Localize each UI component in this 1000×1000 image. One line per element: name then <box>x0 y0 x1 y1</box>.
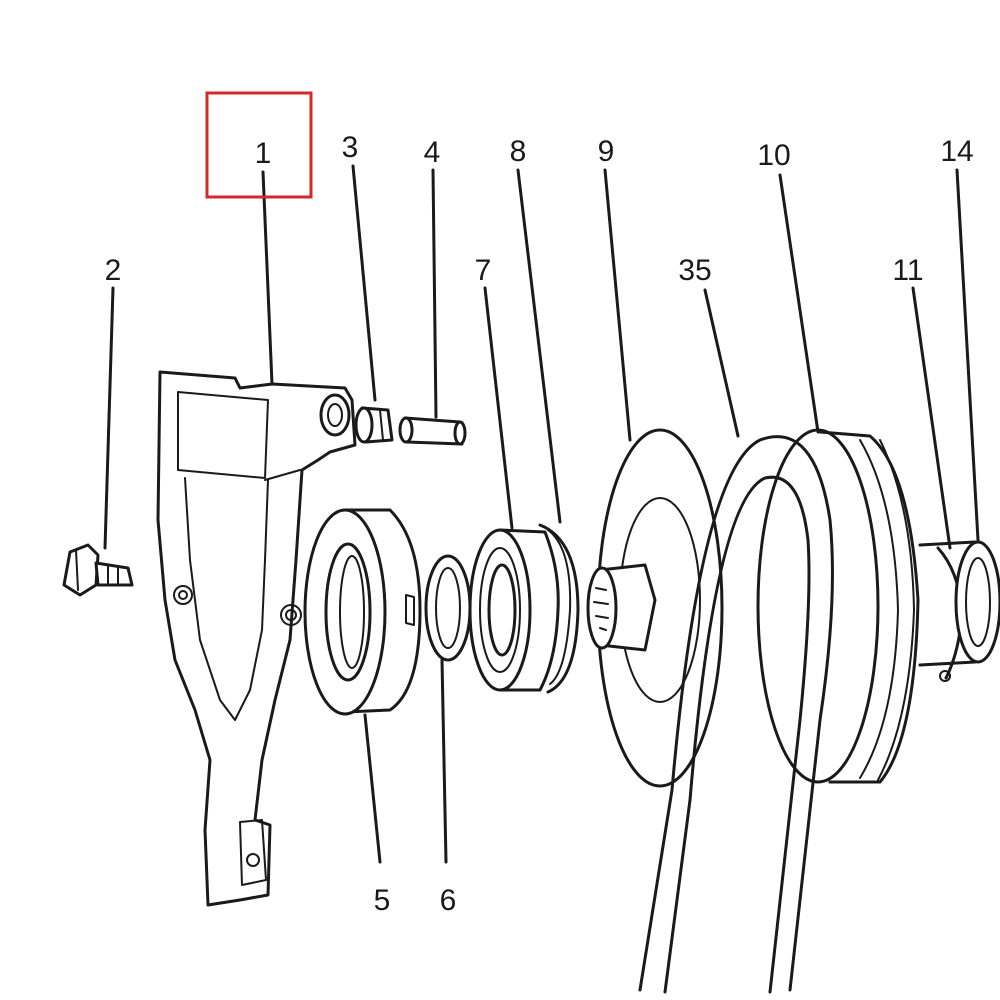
part-5-collar <box>303 508 422 716</box>
callout-label-10: 10 <box>757 139 790 172</box>
callout-label-3: 3 <box>342 131 359 164</box>
part-4-pin <box>398 416 467 446</box>
callout-label-5: 5 <box>374 884 391 917</box>
part-2-bolt <box>62 543 134 597</box>
callout-label-1: 1 <box>255 137 272 170</box>
leader-lines <box>103 164 980 864</box>
part-7-bearing <box>468 528 560 692</box>
callout-label-6: 6 <box>440 884 457 917</box>
part-6-washer <box>424 554 472 662</box>
callout-label-2: 2 <box>105 254 122 287</box>
callout-label-35: 35 <box>678 254 711 287</box>
callout-label-8: 8 <box>510 135 527 168</box>
part-10-double-pulley <box>756 428 920 784</box>
part-9-pulley-half <box>586 428 724 788</box>
part-35-v-belt <box>638 435 834 994</box>
callout-label-7: 7 <box>475 254 492 287</box>
callout-labels: 1 2 3 4 5 6 7 8 9 10 11 14 35 <box>105 91 974 917</box>
callout-label-14: 14 <box>940 135 973 168</box>
callout-label-11: 11 <box>892 254 923 287</box>
callout-label-9: 9 <box>598 135 615 168</box>
part-1-fork-bracket <box>156 370 357 907</box>
callout-label-4: 4 <box>424 136 441 169</box>
part-14-ring-nut <box>918 540 1000 667</box>
part-3-bushing <box>354 406 394 444</box>
highlight-box-part-1 <box>205 91 313 199</box>
part-8-snap-ring <box>538 523 580 694</box>
